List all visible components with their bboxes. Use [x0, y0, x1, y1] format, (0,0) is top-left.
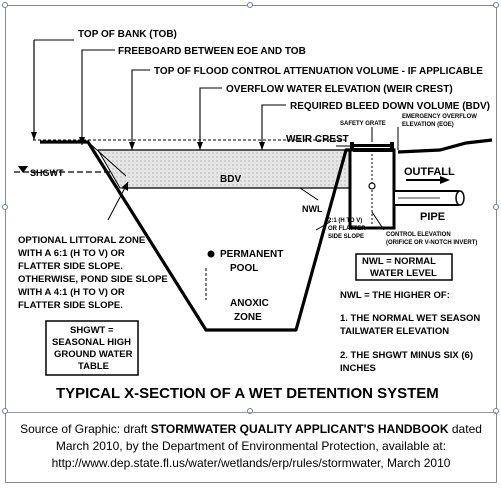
- label-top-flood-control: TOP OF FLOOD CONTROL ATTENUATION VOLUME …: [154, 66, 483, 77]
- label-anoxic-1: ANOXIC: [230, 298, 269, 309]
- label-nwl-higher: NWL = THE HIGHER OF:: [340, 290, 450, 301]
- label-littoral-3: FLATTER SIDE SLOPE.: [18, 261, 123, 272]
- label-item2-1: 2. THE SHGWT MINUS SIX (6): [340, 350, 473, 361]
- shgwt-box-line-2: SEASONAL HIGH: [52, 337, 131, 348]
- label-permanent-1: PERMANENT: [220, 249, 283, 260]
- shgwt-marker: [18, 166, 28, 173]
- label-weir-crest: WEIR CREST: [286, 134, 349, 145]
- shgwt-box-line-1: SHGWT =: [70, 325, 114, 336]
- pond-outline: [40, 140, 352, 332]
- label-control-2: (ORIFICE OR V-NOTCH INVERT): [386, 240, 477, 246]
- label-littoral-5: WITH A 4:1 (H TO V) OR: [18, 287, 125, 298]
- label-top-of-bank: TOP OF BANK (TOB): [78, 29, 177, 40]
- label-anoxic-2: ZONE: [234, 312, 262, 323]
- resize-handle-bottom-center[interactable]: [247, 408, 253, 414]
- nwl-box-line-2: WATER LEVEL: [370, 268, 437, 279]
- label-bdv-required: REQUIRED BLEED DOWN VOLUME (BDV): [290, 101, 490, 112]
- label-pipe: PIPE: [420, 211, 445, 223]
- nwl-box-line-1: NWL = NORMAL: [362, 256, 436, 267]
- diagram-title: TYPICAL X-SECTION OF A WET DETENTION SYS…: [56, 385, 439, 402]
- label-littoral-6: FLATTER SIDE SLOPE.: [18, 300, 123, 311]
- label-overflow: OVERFLOW WATER ELEVATION (WEIR CREST): [226, 84, 453, 95]
- resize-handle-bottom-left[interactable]: [2, 408, 8, 414]
- nwl-box: [355, 253, 453, 281]
- label-outfall: OUTFALL: [404, 166, 455, 178]
- shgwt-box: [45, 320, 139, 376]
- label-eoe-2: ELEVATION (EOE): [402, 122, 454, 128]
- right-bank: [397, 138, 493, 154]
- resize-handle-top-left[interactable]: [2, 2, 8, 8]
- resize-handle-bottom-right[interactable]: [493, 408, 499, 414]
- label-control-1: CONTROL ELEVATION: [386, 232, 451, 238]
- label-eoe-1: EMERGENCY OVERFLOW: [402, 114, 477, 120]
- slope-leader: [315, 221, 331, 231]
- label-bdv: BDV: [220, 174, 241, 185]
- control-structure: [348, 148, 396, 230]
- resize-handle-top-right[interactable]: [493, 2, 499, 8]
- label-permanent-2: POOL: [230, 263, 258, 274]
- label-littoral-1: OPTIONAL LITTORAL ZONE: [18, 235, 145, 246]
- label-slope-1: 2:1 (H TO V): [328, 218, 362, 224]
- safety-grate: [350, 142, 394, 151]
- label-littoral-4: OTHERWISE, POND SIDE SLOPE: [18, 274, 168, 285]
- caption-suffix: dated March 2010, by the Department of E…: [51, 422, 482, 470]
- label-leaders: [33, 39, 348, 150]
- control-elevation-leader: [371, 211, 385, 231]
- figure-frame: [5, 5, 497, 483]
- label-slope-2: OR FLATTER: [328, 226, 366, 232]
- label-item1-1: 1. THE NORMAL WET SEASON: [340, 313, 480, 324]
- littoral-arrow: [122, 182, 128, 191]
- caption-prefix: Source of Graphic: draft: [20, 422, 151, 436]
- resize-handle-middle-left[interactable]: [2, 204, 8, 210]
- label-item2-2: INCHES: [340, 363, 376, 374]
- wet-detention-diagram: TOP OF BANK (TOB) FREEBOARD BETWEEN EOE …: [14, 29, 493, 402]
- label-littoral-2: WITH A 6:1 (H TO V) OR: [18, 248, 125, 259]
- label-shgwt: SHGWT: [30, 168, 64, 178]
- label-freeboard: FREEBOARD BETWEEN EOE AND TOB: [118, 46, 306, 57]
- resize-handle-middle-right[interactable]: [493, 204, 499, 210]
- source-caption: Source of Graphic: draft STORMWATER QUAL…: [6, 412, 496, 482]
- label-safety-grate: SAFETY GRATE: [340, 121, 386, 127]
- nwl-leader: [299, 187, 319, 201]
- outfall-pipe: [393, 176, 465, 206]
- resize-handle-top-center[interactable]: [247, 2, 253, 8]
- shgwt-box-line-4: TABLE: [78, 361, 109, 372]
- permanent-pool-marker: [207, 250, 215, 258]
- label-nwl: NWL: [302, 204, 323, 214]
- caption-handbook-title: STORMWATER QUALITY APPLICANT'S HANDBOOK: [150, 422, 449, 436]
- littoral-shelf: [87, 141, 127, 177]
- label-slope-3: SIDE SLOPE: [328, 234, 364, 240]
- label-item1-2: TAILWATER ELEVATION: [340, 326, 449, 337]
- shgwt-box-line-3: GROUND WATER: [54, 349, 133, 360]
